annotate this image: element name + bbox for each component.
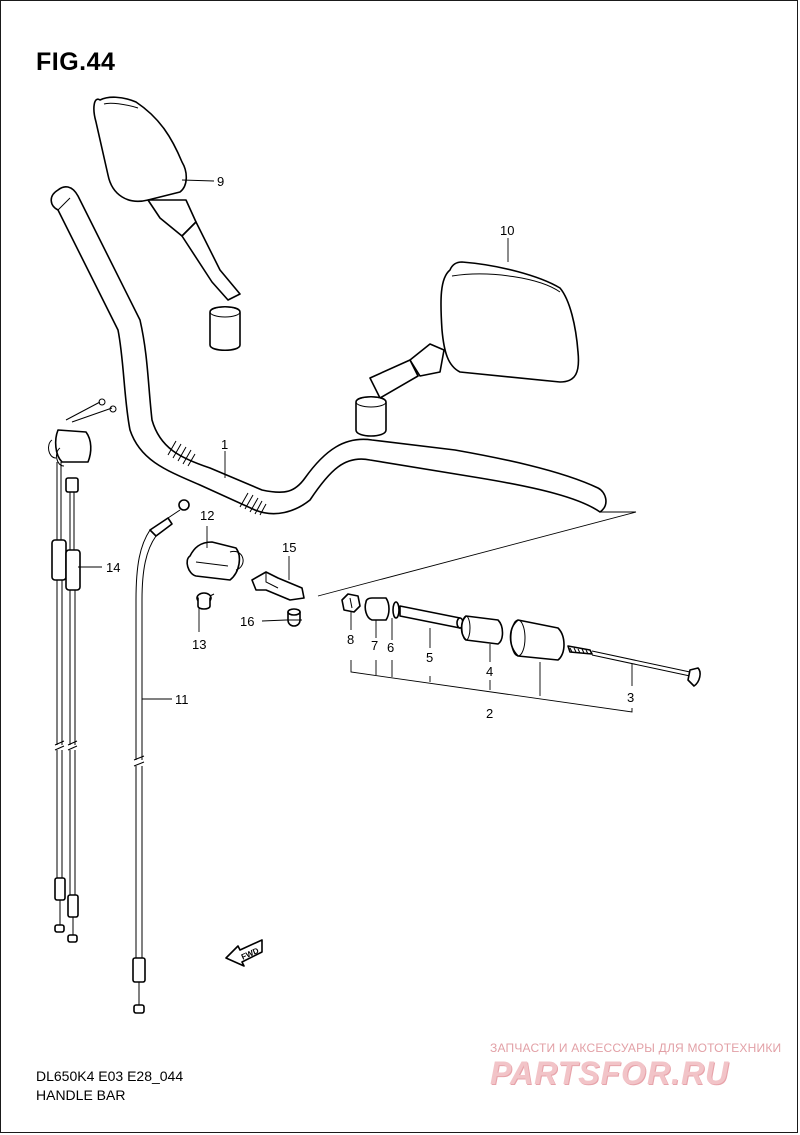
weight-sleeve[interactable]	[460, 615, 504, 645]
balancer-bolt[interactable]	[567, 645, 701, 687]
nut[interactable]	[341, 593, 361, 613]
callout-3[interactable]: 3	[627, 690, 634, 705]
callout-7[interactable]: 7	[371, 638, 378, 653]
collar[interactable]	[364, 597, 390, 621]
right-mirror[interactable]	[355, 261, 580, 437]
callout-labels: 1 2 3 4 5 6 7 8 9 10 11 12 13 14 15 16	[106, 174, 634, 721]
callout-16[interactable]: 16	[240, 614, 254, 629]
fwd-arrow: FWD	[225, 939, 263, 967]
throttle-cables[interactable]	[48, 398, 117, 943]
callout-5[interactable]: 5	[426, 650, 433, 665]
callout-8[interactable]: 8	[347, 632, 354, 647]
clamp-bolt[interactable]	[196, 592, 215, 610]
watermark-tagline: ЗАПЧАСТИ И АКСЕССУАРЫ ДЛЯ МОТОТЕХНИКИ	[490, 1041, 782, 1055]
section-name: HANDLE BAR	[36, 1087, 126, 1103]
handlebar[interactable]	[50, 186, 637, 597]
callout-10[interactable]: 10	[500, 223, 514, 238]
callout-15[interactable]: 15	[282, 540, 296, 555]
callout-12[interactable]: 12	[200, 508, 214, 523]
callout-2[interactable]: 2	[486, 706, 493, 721]
callout-11[interactable]: 11	[175, 692, 189, 707]
left-mirror[interactable]	[93, 96, 241, 352]
callout-13[interactable]: 13	[192, 637, 206, 652]
guide-bolt[interactable]	[286, 608, 302, 627]
leader-lines	[78, 179, 633, 713]
figure-title: FIG.44	[36, 48, 116, 76]
cable-clamp[interactable]	[186, 541, 244, 581]
cable-guide[interactable]	[251, 571, 305, 601]
watermark-logo: PARTSFOR.RU	[490, 1055, 730, 1091]
model-code: DL650K4 E03 E28_044	[36, 1068, 184, 1084]
balancer-weight[interactable]	[509, 619, 565, 661]
callout-9[interactable]: 9	[217, 174, 224, 189]
inner-tube[interactable]	[399, 605, 464, 629]
washer[interactable]	[392, 601, 400, 619]
callout-6[interactable]: 6	[387, 640, 394, 655]
callout-14[interactable]: 14	[106, 560, 120, 575]
clutch-cable[interactable]	[132, 499, 190, 1014]
callout-1[interactable]: 1	[221, 437, 228, 452]
callout-4[interactable]: 4	[486, 664, 493, 679]
